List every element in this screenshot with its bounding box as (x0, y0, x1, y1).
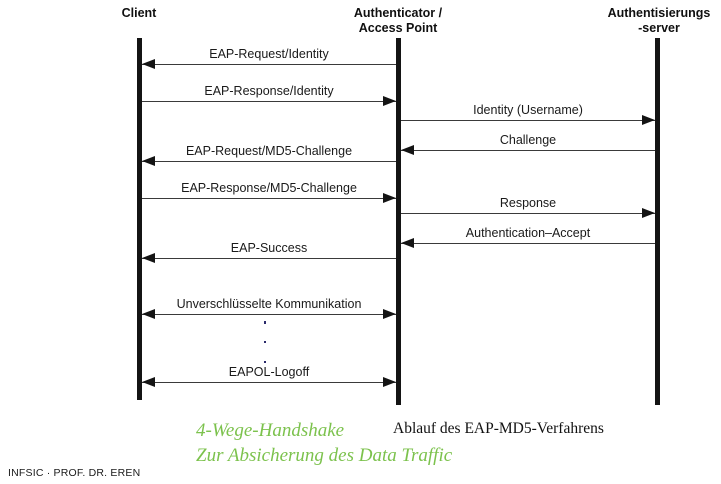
message-label: Challenge (499, 133, 557, 147)
diagram-title-caption: Ablauf des EAP-MD5-Verfahrens (393, 420, 604, 437)
message-label: EAP-Request/MD5-Challenge (185, 144, 353, 158)
arrowhead-right (383, 309, 396, 319)
message-label: EAP-Response/MD5-Challenge (181, 181, 357, 195)
arrowhead-left (142, 309, 155, 319)
participant-header-client: Client (121, 6, 157, 20)
message-label: EAP-Request/Identity (209, 47, 329, 61)
message-shaft (142, 314, 396, 315)
arrowhead-right (383, 96, 396, 106)
lifeline-authenticator (396, 38, 401, 405)
footer-credit: INFSIC · PROF. DR. EREN (8, 467, 141, 479)
arrowhead-left (142, 156, 155, 166)
message-shaft (401, 243, 655, 244)
lifeline-client (137, 38, 142, 400)
message-shaft (401, 213, 655, 214)
message-shaft (142, 382, 396, 383)
continuation-dot (263, 340, 267, 344)
message-shaft (142, 101, 396, 102)
participant-header-authenticator: Authenticator / Access Point (353, 6, 443, 35)
message-shaft (142, 64, 396, 65)
participant-header-auth-server: Authentisierungs -server (607, 6, 711, 35)
continuation-dot (263, 321, 267, 324)
message-shaft (401, 150, 655, 151)
arrowhead-left (401, 145, 414, 155)
arrowhead-right (642, 115, 655, 125)
message-shaft (401, 120, 655, 121)
arrowhead-left (401, 238, 414, 248)
message-shaft (142, 161, 396, 162)
message-label: EAP-Success (230, 241, 308, 255)
annotation-handshake-line-2: Zur Absicherung des Data Traffic (196, 445, 453, 466)
message-shaft (142, 198, 396, 199)
arrowhead-left (142, 253, 155, 263)
message-shaft (142, 258, 396, 259)
message-label: EAP-Response/Identity (204, 84, 334, 98)
message-label: EAPOL-Logoff (228, 365, 310, 379)
message-label: Unverschlüsselte Kommunikation (176, 297, 362, 311)
arrowhead-right (383, 193, 396, 203)
continuation-dot (263, 360, 267, 363)
continuation-dots (258, 321, 272, 363)
arrowhead-left (142, 377, 155, 387)
annotation-handshake-line-1: 4-Wege-Handshake (196, 420, 345, 441)
message-label: Identity (Username) (473, 103, 583, 117)
arrowhead-right (642, 208, 655, 218)
arrowhead-left (142, 59, 155, 69)
lifeline-auth-server (655, 38, 660, 405)
arrowhead-right (383, 377, 396, 387)
message-label: Response (499, 196, 557, 210)
message-label: Authentication–Accept (465, 226, 591, 240)
